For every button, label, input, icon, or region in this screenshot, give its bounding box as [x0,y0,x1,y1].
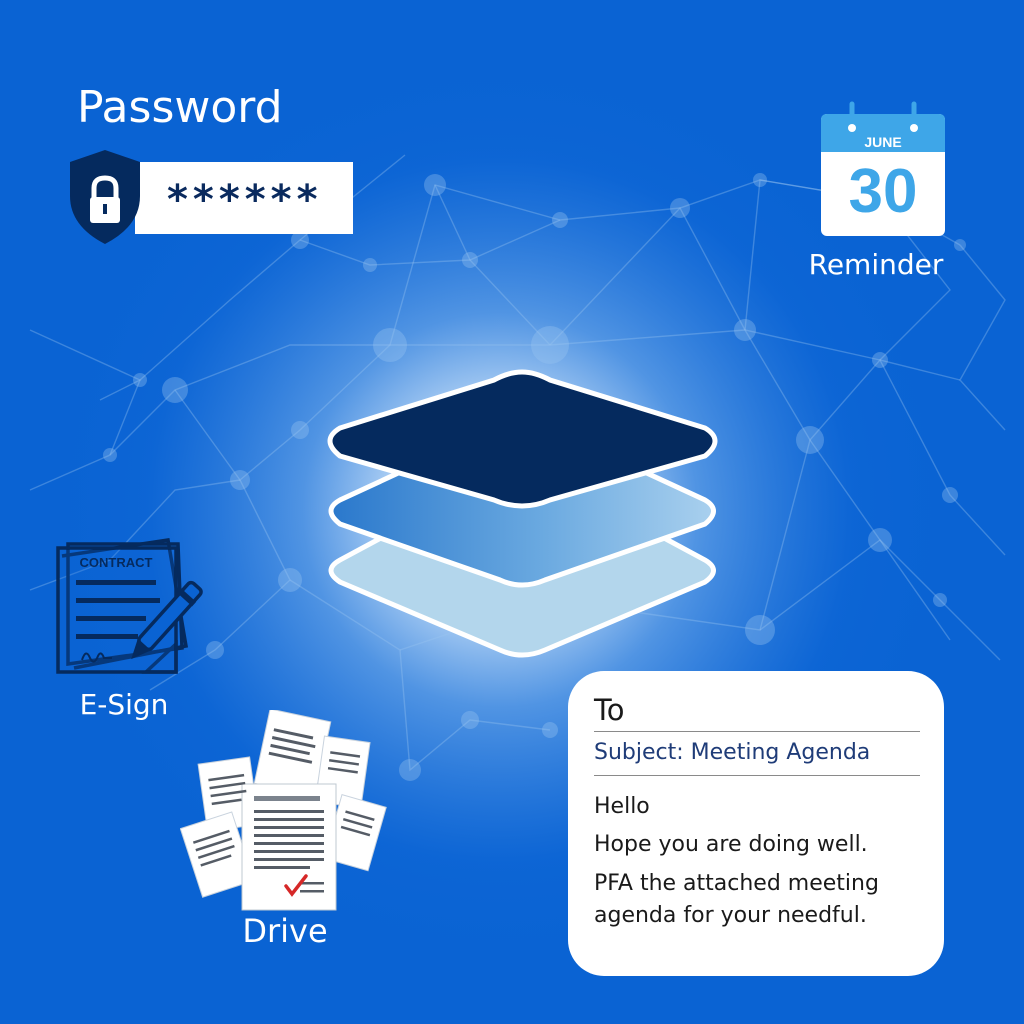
password-title: Password [77,82,283,133]
contract-pen-icon: CONTRACT [56,538,203,674]
email-line-1: Hope you are doing well. [594,832,868,857]
email-line-2b: agenda for your needful. [594,903,867,928]
shield-lock-icon [70,150,140,244]
password-masked-value: ****** [167,177,323,223]
email-greeting: Hello [594,794,650,819]
calendar-icon [821,101,945,236]
calendar-day: 30 [848,157,918,226]
calendar-month: JUNE [864,134,902,150]
email-to-field[interactable]: To [594,693,920,732]
email-line-2a: PFA the attached meeting [594,871,879,896]
password-field[interactable]: ****** [135,162,353,234]
email-to-label: To [594,693,625,727]
reminder-label: Reminder [808,248,944,281]
email-body[interactable]: Hello Hope you are doing well. PFA the a… [594,792,920,932]
drive-label: Drive [242,912,328,950]
email-compose-card: To Subject: Meeting Agenda Hello Hope yo… [568,671,944,976]
documents-icon [180,710,387,911]
esign-label: E-Sign [79,688,169,721]
email-subject-field[interactable]: Subject: Meeting Agenda [594,732,920,776]
contract-title: CONTRACT [80,555,153,570]
